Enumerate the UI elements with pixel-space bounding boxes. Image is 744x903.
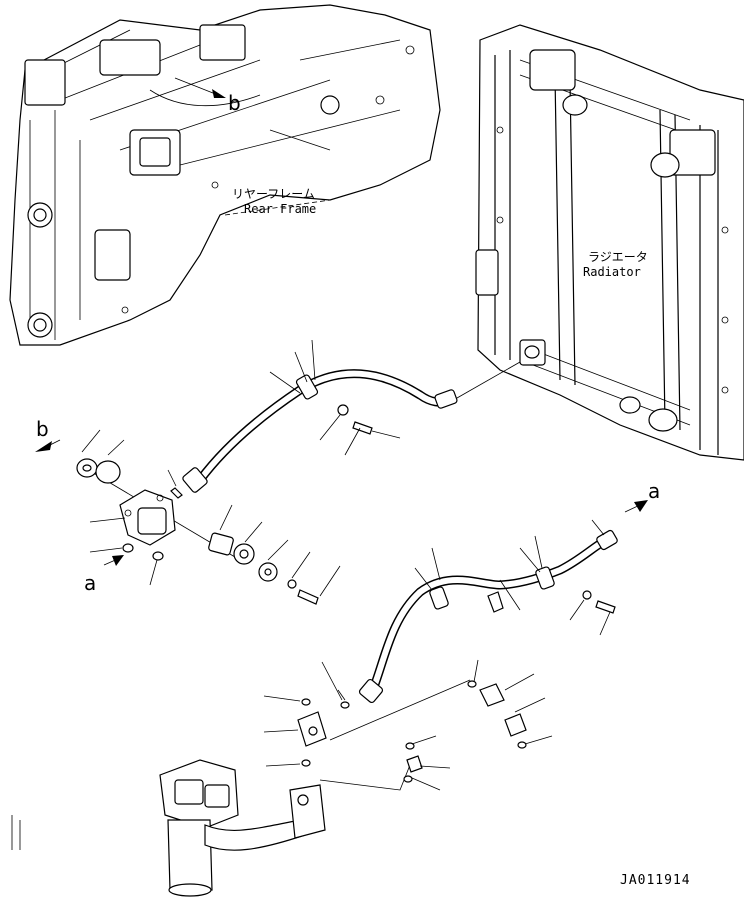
rear-frame-jp-label: リヤーフレーム [232,187,315,201]
ref-b-left-label: b [36,417,49,441]
lower-hose-assembly: a [358,479,660,704]
radiator-en-label: Radiator [583,265,641,279]
valve-block-assembly: b a [35,417,341,605]
ref-a-right-label: a [648,479,660,503]
ref-a-left-label: a [84,571,96,595]
radiator-jp-label: ラジエータ [588,250,648,264]
lower-fittings [263,659,553,791]
rear-frame-en-label: Rear Frame [244,202,316,216]
filter-assembly [11,759,326,897]
upper-hose-assembly [182,339,521,493]
drawing-code: JA011914 [620,873,691,888]
ref-b-top-label: b [228,91,241,115]
radiator: ラジエータ Radiator [475,24,744,461]
rear-frame: b リヤーフレーム Rear Frame [9,4,441,346]
